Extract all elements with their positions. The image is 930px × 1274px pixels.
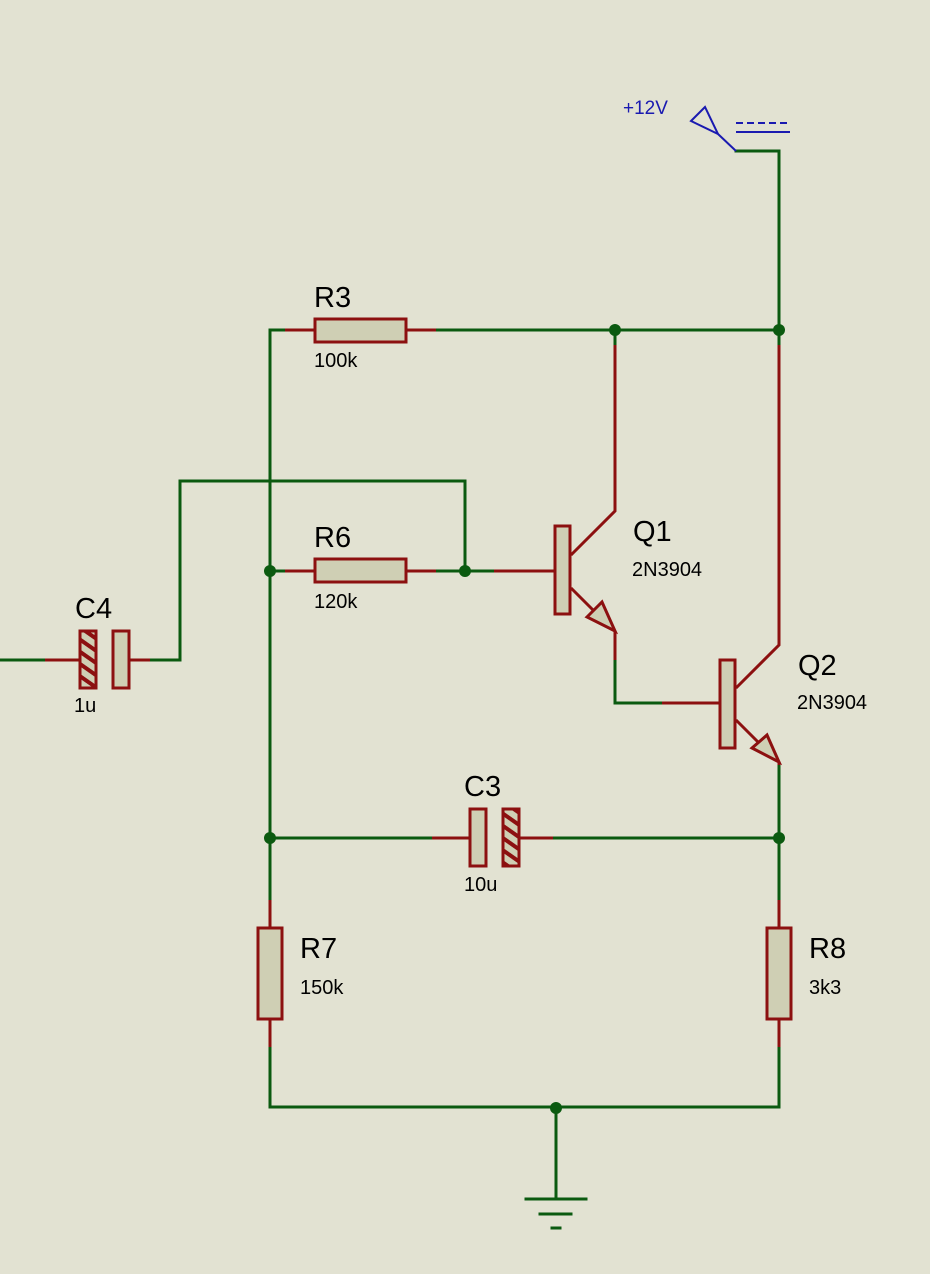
power-arrow-icon [689, 105, 721, 137]
wire-r8-bottom [554, 1045, 781, 1109]
value-label: 120k [314, 591, 358, 613]
value-label: 2N3904 [797, 692, 867, 714]
transistor-base-bar [553, 524, 572, 616]
junction-dot [459, 565, 471, 577]
junction-dot [773, 832, 785, 844]
capacitor-c4[interactable]: C4 1u [45, 593, 150, 717]
ref-label: Q2 [798, 650, 837, 682]
collector-lead [569, 345, 617, 557]
capacitor-plate [468, 807, 488, 868]
power-lead [717, 133, 737, 152]
value-label: 3k3 [809, 977, 841, 999]
emitter-arrow-icon [749, 732, 783, 766]
ref-label: R7 [300, 933, 337, 965]
value-label: 100k [314, 350, 358, 372]
transistor-q2[interactable]: Q2 2N3904 [662, 345, 867, 766]
resistor-body [313, 557, 408, 584]
junction-dot [609, 324, 621, 336]
junction-dot [550, 1102, 562, 1114]
ref-label: R6 [314, 522, 351, 554]
junctions [264, 324, 785, 1114]
ref-label: R8 [809, 933, 846, 965]
capacitor-plate-hatched [501, 807, 521, 868]
wire-vcc [734, 149, 781, 332]
value-label: 10u [464, 874, 497, 896]
ref-label: C4 [75, 593, 112, 625]
transistor-base-bar [718, 658, 737, 750]
ref-label: R3 [314, 282, 351, 314]
ref-label: C3 [464, 771, 501, 803]
wire-c4-feedback [148, 479, 467, 662]
value-label: 1u [74, 695, 96, 717]
emitter-lead [569, 586, 597, 614]
power-label: +12V [623, 98, 668, 119]
junction-dot [264, 565, 276, 577]
ground-symbol[interactable] [524, 1197, 588, 1230]
junction-dot [264, 832, 276, 844]
capacitor-plate-hatched [78, 629, 98, 690]
transistor-q1[interactable]: Q1 2N3904 [494, 345, 702, 660]
resistor-body [313, 317, 408, 344]
value-label: 2N3904 [632, 559, 702, 581]
collector-lead [734, 345, 781, 690]
power-terminal[interactable]: +12V [623, 98, 790, 152]
resistor-r3[interactable]: R3 100k [285, 282, 436, 372]
resistor-body [256, 926, 284, 1021]
emitter-lead [734, 718, 761, 745]
resistor-r6[interactable]: R6 120k [285, 522, 436, 613]
value-label: 150k [300, 977, 344, 999]
capacitor-plate [111, 629, 131, 690]
junction-dot [773, 324, 785, 336]
wires [0, 149, 781, 1199]
capacitor-c3[interactable]: C3 10u [432, 771, 553, 896]
resistor-r7[interactable]: R7 150k [256, 900, 344, 1047]
resistor-body [765, 926, 793, 1021]
ref-label: Q1 [633, 516, 672, 548]
wire-left-rail [268, 328, 558, 1109]
resistor-r8[interactable]: R8 3k3 [765, 900, 846, 1047]
emitter-arrow-icon [584, 599, 619, 635]
